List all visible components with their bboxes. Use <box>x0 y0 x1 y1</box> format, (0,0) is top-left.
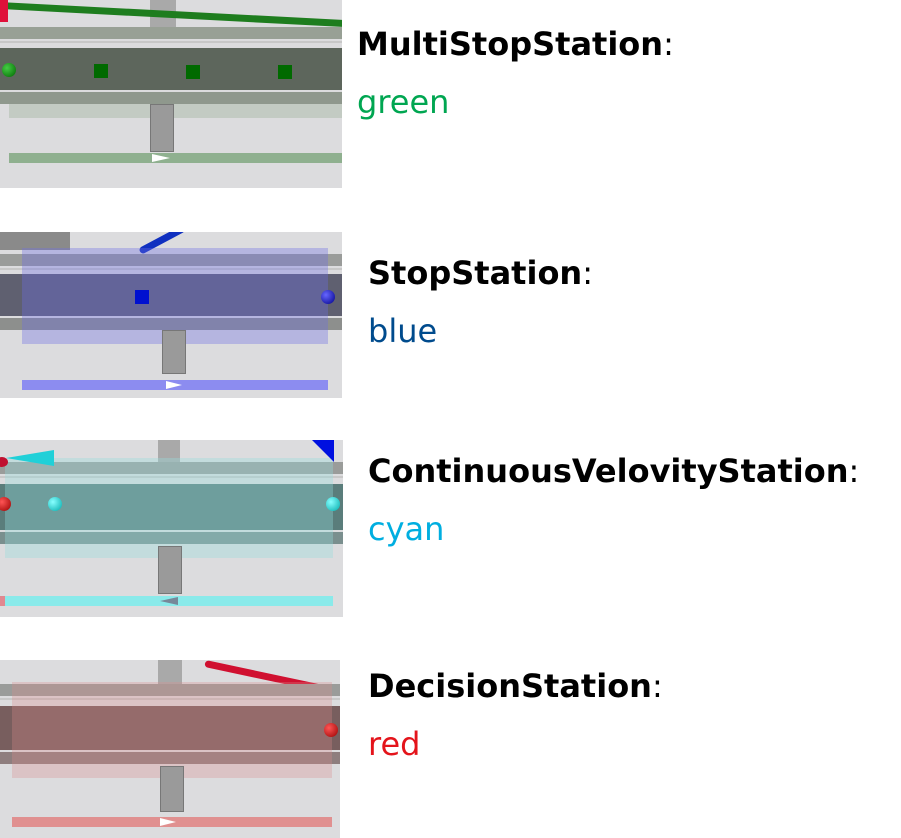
green-stop-icon <box>186 65 200 79</box>
multistop-station-render <box>0 0 342 188</box>
bracket <box>0 232 70 250</box>
direction-arrow-icon <box>166 381 182 389</box>
rail-bottom <box>0 92 342 104</box>
direction-arrow-icon <box>160 818 176 826</box>
station-color-value: red <box>368 725 421 763</box>
foot <box>150 104 174 152</box>
red-sphere-icon <box>0 457 8 467</box>
rail-top <box>0 684 340 696</box>
station-body <box>0 274 342 316</box>
cyan-cone-icon <box>6 450 54 466</box>
station-title: MultiStopStation: <box>357 25 674 63</box>
red-overlay <box>12 682 332 778</box>
direction-arrow-icon <box>152 154 170 162</box>
blue-overlay <box>22 248 328 344</box>
station-title: StopStation: <box>368 254 593 292</box>
foot <box>158 546 182 594</box>
rail-bottom <box>0 532 343 544</box>
station-color-value: cyan <box>368 510 445 548</box>
stop-station-render <box>0 232 342 398</box>
decision-station-render <box>0 660 340 838</box>
station-title: DecisionStation: <box>368 667 663 705</box>
continuous-velocity-station-render <box>0 440 343 617</box>
blue-sphere-icon <box>321 290 335 304</box>
rail-top <box>0 462 343 474</box>
station-color-value: green <box>357 83 450 121</box>
red-sphere-icon <box>0 497 11 511</box>
cyan-sphere-icon <box>48 497 62 511</box>
green-sphere-icon <box>2 63 16 77</box>
rail-bottom <box>0 318 342 330</box>
rail-bottom <box>0 752 340 764</box>
station-title: ContinuousVelovityStation: <box>368 452 860 490</box>
red-marker <box>0 0 8 22</box>
green-strip <box>9 153 342 163</box>
red-sphere-icon <box>324 723 338 737</box>
foot <box>160 766 184 812</box>
green-stop-icon <box>278 65 292 79</box>
direction-arrow-icon <box>160 597 178 605</box>
station-body <box>0 706 340 750</box>
red-strip <box>0 596 5 606</box>
green-overlay <box>9 104 342 118</box>
cyan-sphere-icon <box>326 497 340 511</box>
green-stop-icon <box>94 64 108 78</box>
blue-stop-icon <box>135 290 149 304</box>
rail-top <box>0 27 342 39</box>
post <box>158 440 180 466</box>
rail-top <box>0 254 342 266</box>
station-color-value: blue <box>368 312 438 350</box>
post <box>158 660 182 688</box>
foot <box>162 330 186 374</box>
